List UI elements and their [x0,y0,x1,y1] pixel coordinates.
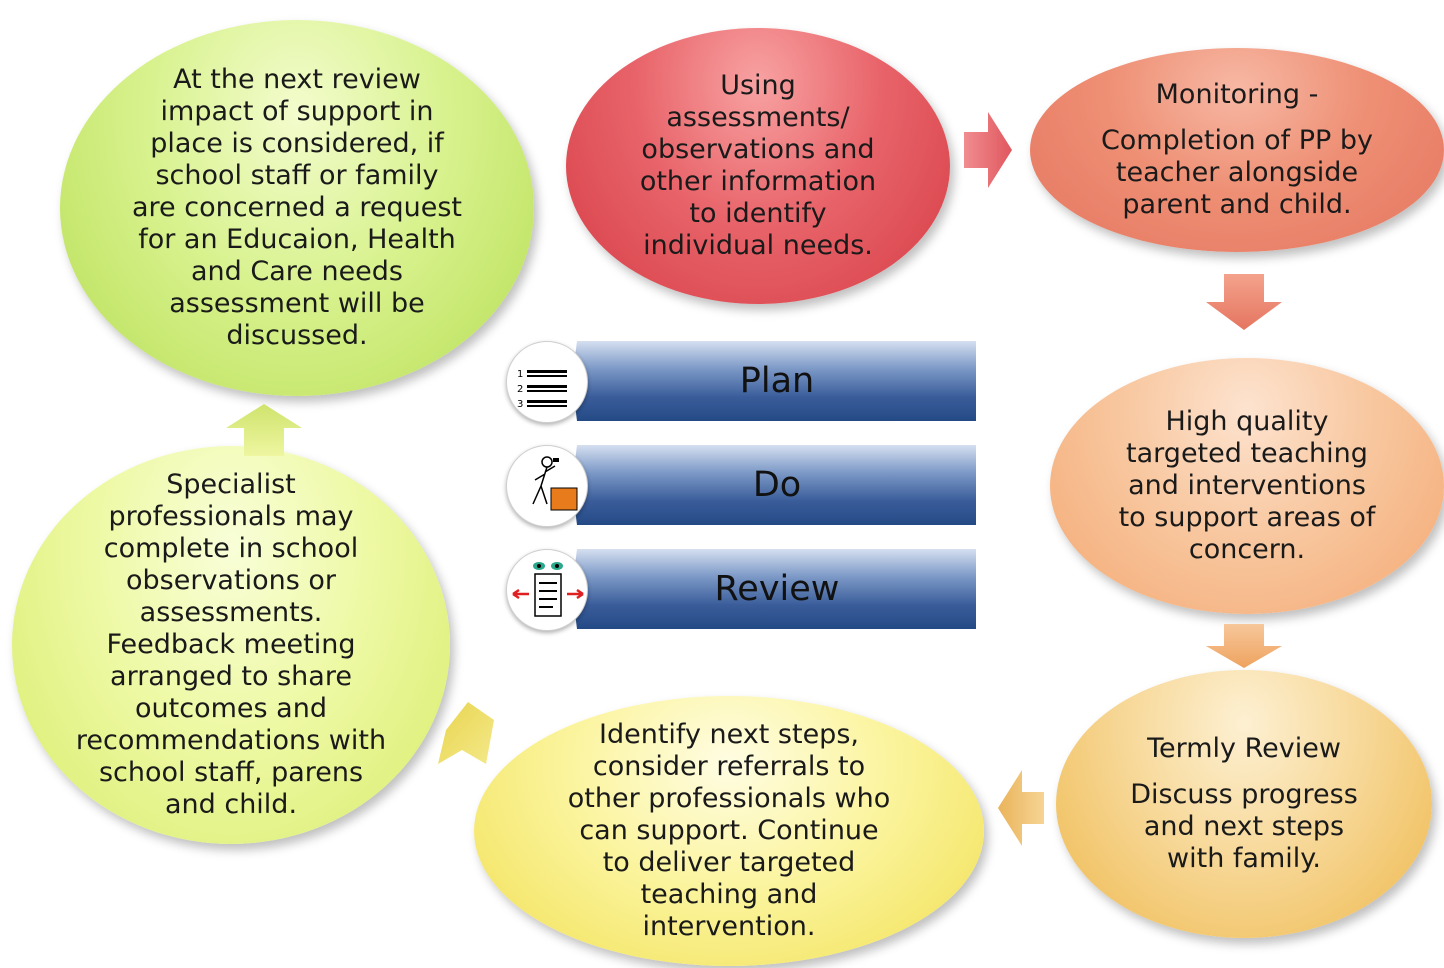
step-review-bar: Review [572,549,976,629]
node-specialist-line: Specialist [166,469,296,500]
node-next-review-line: are concerned a request [131,192,462,223]
node-next-review-line: impact of support in [160,96,434,127]
arrow-down-icon [1206,624,1282,668]
node-termly-title: Termly Review [1147,733,1341,764]
node-identify-line: intervention. [642,911,816,942]
node-using-line: individual needs. [643,230,873,261]
node-next-review-line: for an Educaion, Health [138,224,456,255]
node-identify-line: Identify next steps, [599,719,859,750]
node-next-review-line: school staff or family [155,160,439,191]
node-specialist-line: arranged to share [110,661,352,692]
arrow-up-icon [226,404,302,456]
node-identify-line: consider referrals to [592,751,866,782]
node-next-review-line: discussed. [226,320,368,351]
node-high-quality-line: concern. [1188,534,1306,565]
node-using-line: observations and [641,134,875,165]
node-termly-line: Discuss progress [1130,779,1358,810]
step-do-label: Do [752,465,802,505]
node-identify-line: can support. Continue [579,815,879,846]
step-plan-label: Plan [739,361,815,401]
svg-text:1: 1 [517,369,523,380]
node-monitoring-line: Completion of PP by [1100,125,1374,156]
step-do-bar: Do [572,445,976,525]
node-using-assessments: Using assessments/ observations and othe… [566,28,950,304]
arrow-up-left-icon [438,702,494,764]
node-high-quality-line: to support areas of [1118,502,1376,533]
node-next-review-line: and Care needs [190,256,404,287]
node-using-line: to identify [689,198,827,229]
arrow-right-icon [964,112,1012,188]
node-high-quality-line: High quality [1165,406,1329,437]
numbered-list-icon: 1 2 3 [506,341,588,423]
arrow-left-icon [998,770,1044,846]
node-specialist-professionals: Specialist professionals may complete in… [12,446,450,844]
node-high-quality-line: targeted teaching [1126,438,1368,469]
node-next-review-line: place is considered, if [150,128,444,159]
node-identify-line: teaching and [640,879,818,910]
node-specialist-line: school staff, parens [98,757,364,788]
node-next-review: At the next review impact of support in … [60,20,534,396]
node-termly-line: and next steps [1143,811,1345,842]
node-termly-review: Termly Review Discuss progress and next … [1056,670,1432,938]
person-working-icon [506,445,588,527]
step-review-label: Review [714,569,840,609]
node-specialist-line: assessments. [139,597,323,628]
step-plan-bar: Plan [572,341,976,421]
node-identify-line: to deliver targeted [602,847,856,878]
node-identify-line: other professionals who [567,783,891,814]
node-specialist-line: Feedback meeting [106,629,356,660]
node-monitoring-line: parent and child. [1122,189,1352,220]
node-monitoring-title: Monitoring - [1155,79,1319,110]
node-using-line: Using [720,70,796,101]
node-monitoring-line: teacher alongside [1115,157,1359,188]
node-specialist-line: and child. [164,789,298,820]
svg-text:3: 3 [517,399,523,410]
node-using-line: other information [639,166,877,197]
node-termly-line: with family. [1167,843,1321,874]
svg-text:2: 2 [517,384,523,395]
node-specialist-line: complete in school [103,533,359,564]
review-document-icon [506,549,588,631]
node-using-line: assessments/ [666,102,850,133]
node-monitoring: Monitoring - Completion of PP by teacher… [1030,48,1444,252]
node-specialist-line: observations or [126,565,336,596]
node-next-review-line: At the next review [173,64,421,95]
node-specialist-line: outcomes and [135,693,327,724]
node-high-quality-teaching: High quality targeted teaching and inter… [1050,358,1444,614]
node-next-review-line: assessment will be [169,288,425,319]
node-specialist-line: recommendations with [75,725,387,756]
node-specialist-line: professionals may [108,501,354,532]
node-high-quality-line: and interventions [1128,470,1366,501]
node-identify-next-steps: Identify next steps, consider referrals … [474,696,984,966]
arrow-down-icon [1206,274,1282,330]
